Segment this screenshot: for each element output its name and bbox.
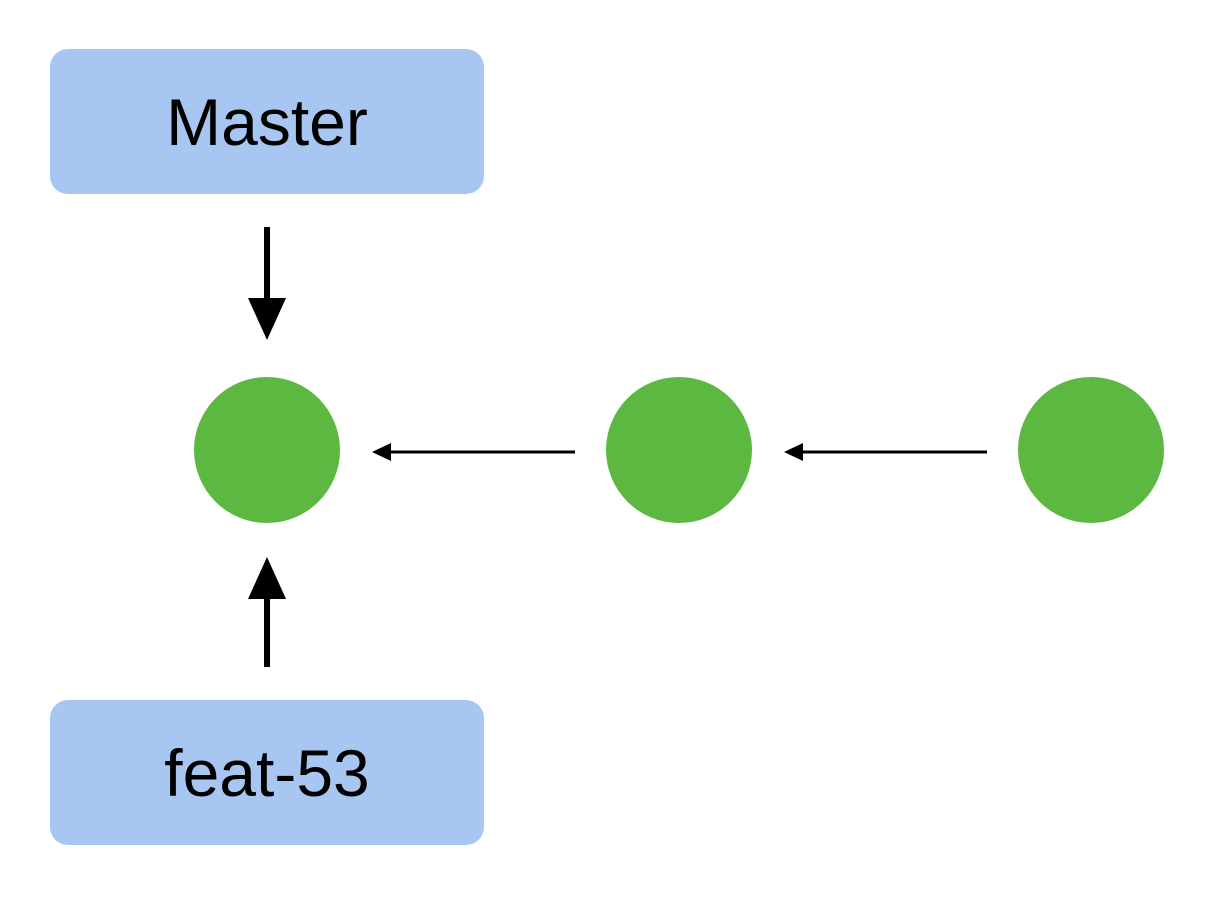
commit-node-1 bbox=[194, 377, 340, 523]
branch-label-master: Master bbox=[50, 49, 484, 194]
feature-pointer-arrow bbox=[248, 557, 286, 667]
parent-link-3-to-2-head bbox=[784, 443, 803, 461]
commit-node-2 bbox=[606, 377, 752, 523]
parent-link-2-to-1 bbox=[372, 443, 575, 461]
master-pointer-head bbox=[248, 298, 286, 340]
commit-node-3 bbox=[1018, 377, 1164, 523]
branch-label-master-text: Master bbox=[166, 84, 368, 159]
master-pointer-arrow bbox=[248, 227, 286, 340]
parent-link-3-to-2 bbox=[784, 443, 987, 461]
parent-link-2-to-1-head bbox=[372, 443, 391, 461]
feature-pointer-head bbox=[248, 557, 286, 599]
branch-label-feature-text: feat-53 bbox=[164, 735, 370, 810]
branch-label-feature: feat-53 bbox=[50, 700, 484, 845]
